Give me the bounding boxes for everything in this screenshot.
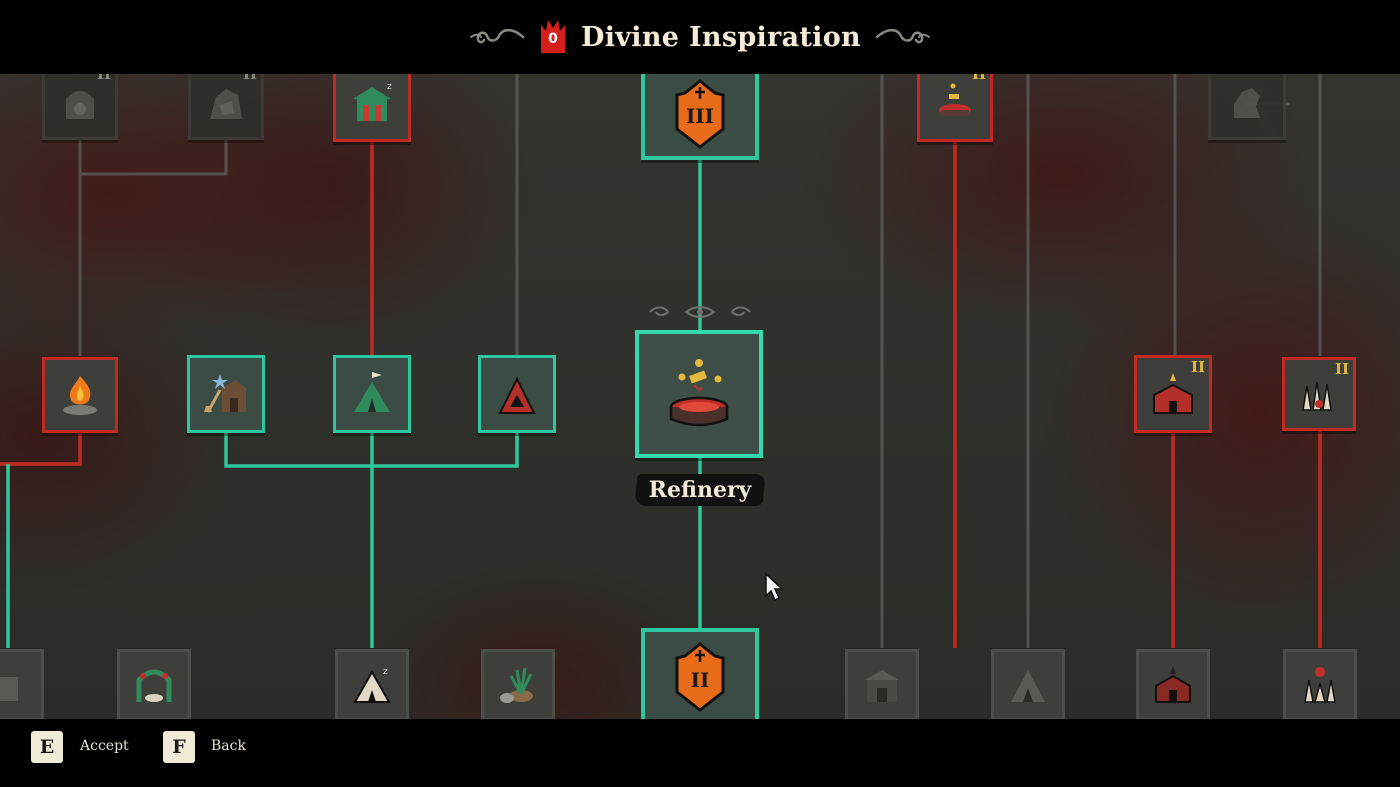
tier-banner-numeral: III	[685, 104, 715, 128]
selected-node-label: Refinery	[634, 474, 766, 506]
red-tent-icon	[498, 376, 536, 414]
teepee-icon: z	[353, 667, 391, 703]
tree-node-offering-bowl[interactable]: II	[917, 74, 993, 142]
tier-banner-icon	[675, 642, 725, 712]
campfire-icon	[63, 376, 97, 415]
tree-node-stone-quarry[interactable]: II	[188, 74, 264, 140]
offering-bowl-icon	[939, 83, 971, 116]
tree-node-small-temple[interactable]	[1136, 649, 1210, 719]
flower-arch-icon	[136, 669, 172, 702]
tree-node-shrine-arch[interactable]	[117, 649, 191, 719]
refinery-icon	[669, 359, 729, 427]
tree-node-knight-statue[interactable]	[1208, 74, 1286, 140]
tree-node-sacrifice-altar[interactable]	[1283, 649, 1357, 719]
broom-hut-icon	[204, 374, 246, 413]
mouse-cursor-icon	[765, 572, 784, 602]
shelter-icon: z	[353, 82, 392, 121]
tier-badge: II	[1334, 360, 1349, 378]
tier-banner-numeral: II	[690, 668, 710, 692]
tree-node-janitor-station[interactable]	[187, 355, 265, 433]
church-icon	[1155, 666, 1191, 703]
svg-text:z: z	[387, 82, 392, 92]
tree-node-outhouse[interactable]	[845, 649, 919, 719]
tree-node-healing-bay[interactable]	[333, 355, 411, 433]
stone-tent-icon	[1011, 670, 1045, 702]
tier-badge: II	[971, 74, 986, 83]
tree-node-cult-tent[interactable]	[478, 355, 556, 433]
connection-lines	[0, 74, 1322, 648]
tree-node-prison[interactable]: II	[1282, 357, 1356, 431]
tier-badge: II	[96, 74, 111, 83]
church-icon	[1153, 373, 1193, 414]
mine-icon	[66, 91, 94, 119]
quarry-icon	[210, 89, 242, 119]
tree-node-sleeping-tent[interactable]: z	[335, 649, 409, 719]
svg-text:z: z	[383, 667, 388, 677]
selection-eye-ornament-icon	[649, 306, 751, 318]
tree-node-refinery-selected[interactable]	[635, 330, 763, 458]
tree-node-tier-two-banner[interactable]: II	[641, 628, 759, 719]
footer-bar: E Accept F Back	[0, 719, 1400, 787]
back-key[interactable]: F	[163, 731, 195, 763]
tree-node-tier-three-banner[interactable]: III	[641, 74, 759, 160]
tree-node-cut-off-left[interactable]	[0, 649, 44, 719]
tree-node-stone-tent[interactable]	[991, 649, 1065, 719]
accept-label[interactable]: Accept	[80, 738, 129, 754]
spikes-icon	[1302, 381, 1332, 411]
tree-node-mine[interactable]: II	[42, 74, 118, 140]
green-tent-icon	[354, 372, 390, 412]
tier-badge: II	[242, 74, 257, 83]
tree-node-sleeping-shelter[interactable]: z	[333, 74, 411, 142]
tier-banner-icon	[675, 79, 725, 149]
back-label[interactable]: Back	[211, 738, 246, 754]
tech-tree-board[interactable]: II II z III II	[0, 74, 1400, 719]
tree-node-campfire[interactable]	[42, 357, 118, 433]
tier-badge: II	[1190, 358, 1205, 376]
structure-icon	[0, 677, 18, 701]
devotion-currency: 0	[539, 19, 567, 55]
tree-node-temple[interactable]: II	[1134, 355, 1212, 433]
right-flourish-icon	[875, 28, 930, 44]
tree-node-farm-plot[interactable]	[481, 649, 555, 719]
farm-plant-icon	[500, 667, 533, 703]
header-bar: 0 Divine Inspiration	[0, 0, 1400, 74]
spikes-icon	[1304, 667, 1336, 703]
horse-statue-icon	[1234, 88, 1260, 118]
page-title: Divine Inspiration	[581, 21, 861, 53]
currency-count: 0	[548, 31, 558, 47]
accept-key[interactable]: E	[31, 731, 63, 763]
left-flourish-icon	[470, 28, 525, 44]
selected-node-name: Refinery	[648, 477, 752, 503]
hut-icon	[865, 670, 899, 702]
red-devotion-flame-icon	[541, 20, 566, 53]
